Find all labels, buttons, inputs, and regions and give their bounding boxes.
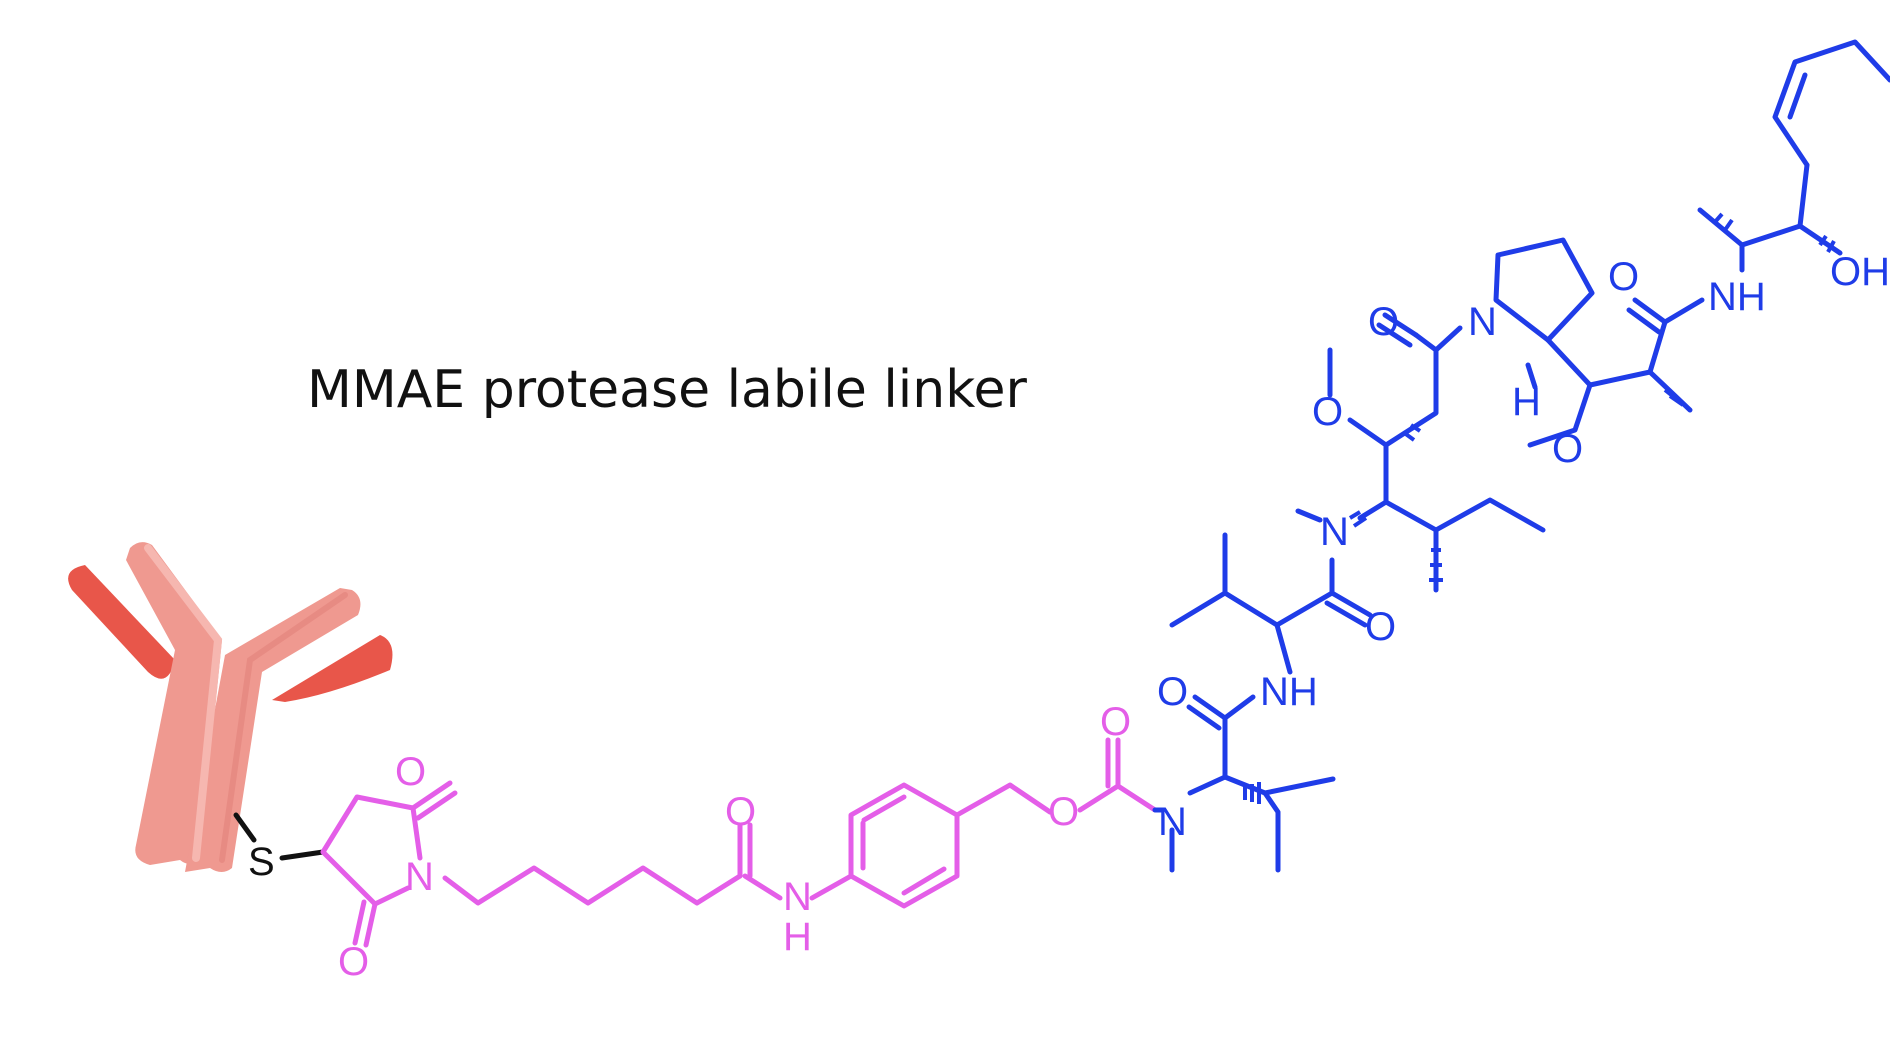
atom-nitrogen: N <box>1320 510 1349 554</box>
atom-oxygen: O <box>1048 790 1079 834</box>
atom-hydrogen: H <box>783 915 812 959</box>
atom-nitrogen: N <box>405 855 434 899</box>
atom-hydroxyl: OH <box>1830 250 1890 294</box>
antibody-light-chain-right <box>272 635 393 702</box>
atom-hydrogen: H <box>1512 380 1541 424</box>
antibody-heavy-chain-left <box>126 542 222 865</box>
stereo-hashes <box>1243 212 1836 804</box>
antibody-icon <box>68 542 393 872</box>
atom-nitrogen: N <box>1158 800 1187 844</box>
atom-oxygen: O <box>1365 605 1396 649</box>
diagram-title: MMAE protease labile linker <box>307 360 1027 420</box>
atom-oxygen: O <box>1312 390 1343 434</box>
antibody-light-chain-left <box>68 565 175 679</box>
atom-oxygen: O <box>1100 700 1131 744</box>
atom-oxygen: O <box>725 790 756 834</box>
atom-amide-nh: NH <box>1708 275 1766 319</box>
drug-bonds <box>1152 39 1890 873</box>
atom-nitrogen: N <box>1468 300 1497 344</box>
atom-oxygen: O <box>338 940 369 984</box>
atom-nitrogen: N <box>783 875 812 919</box>
atom-oxygen: O <box>395 750 426 794</box>
atom-amide-nh: NH <box>1260 670 1318 714</box>
linker-bonds <box>320 737 1158 948</box>
atom-oxygen: O <box>1368 300 1399 344</box>
atom-sulfur: S <box>248 840 275 884</box>
atom-oxygen: O <box>1608 255 1639 299</box>
atom-oxygen: O <box>1157 670 1188 714</box>
atom-oxygen: O <box>1552 427 1583 471</box>
thioether-link <box>233 812 326 861</box>
